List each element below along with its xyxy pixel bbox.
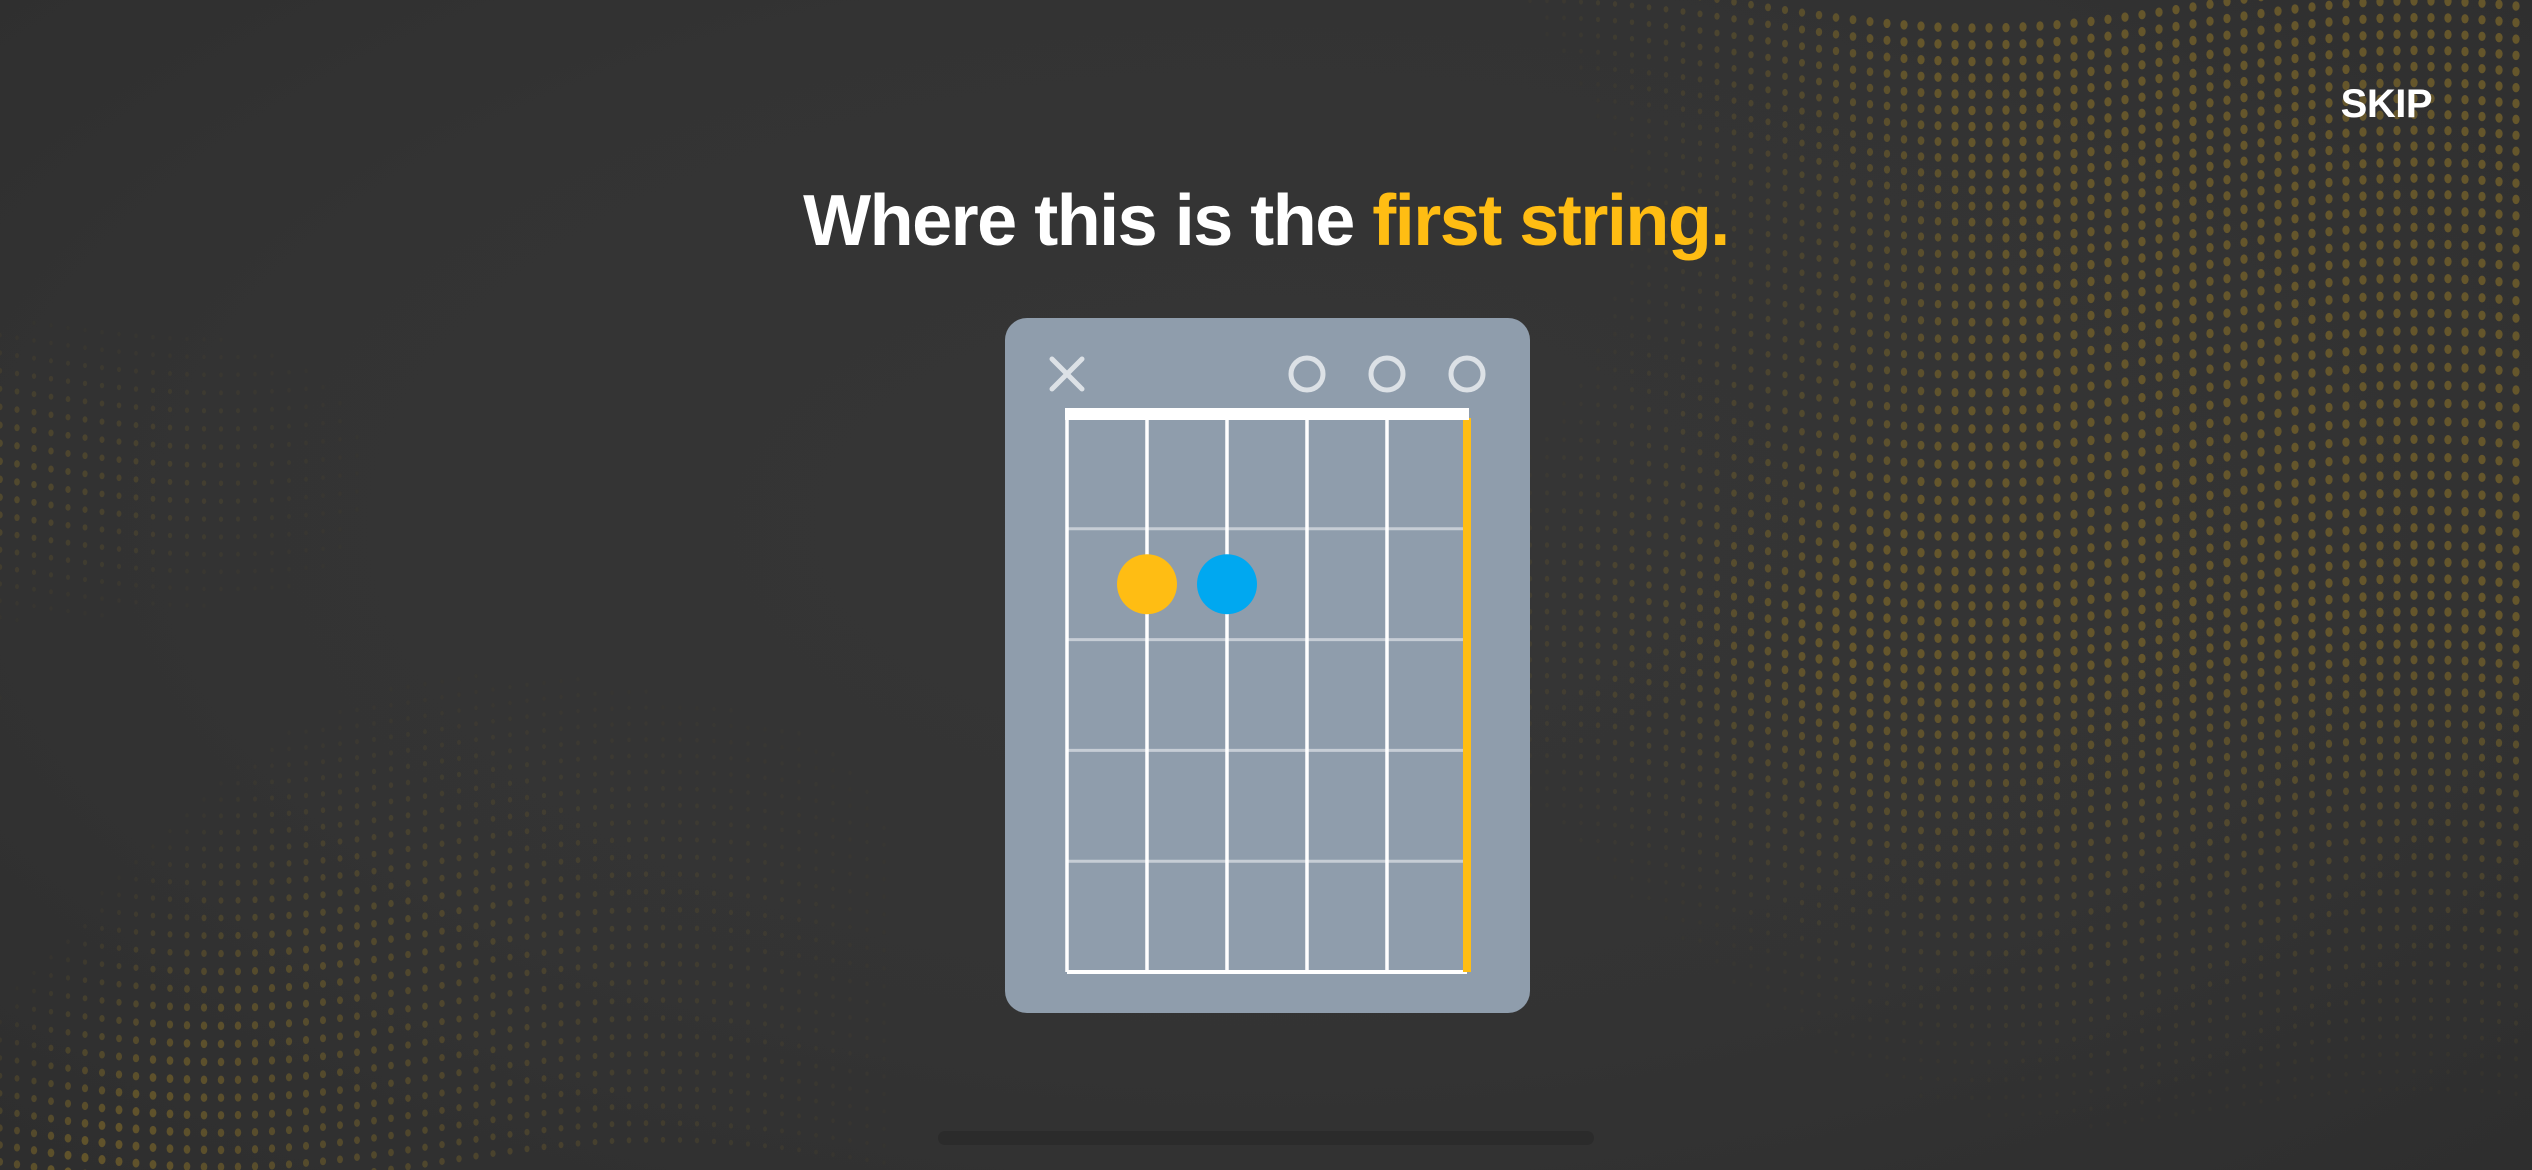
string-markers xyxy=(1049,355,1486,393)
muted-string-stroke xyxy=(1049,356,1085,392)
finger-positions xyxy=(1117,554,1257,615)
finger-dot xyxy=(1197,554,1257,615)
open-string-icon xyxy=(1448,355,1486,393)
nut xyxy=(1065,408,1469,420)
open-string-icon xyxy=(1288,355,1326,393)
chord-diagram-card xyxy=(1005,318,1530,1013)
muted-string-icon xyxy=(1049,356,1085,392)
skip-button[interactable]: SKIP xyxy=(2340,82,2433,126)
title-highlight: first string. xyxy=(1372,181,1730,261)
dot-pattern-left xyxy=(0,320,886,1170)
title-prefix: Where this is the xyxy=(803,181,1373,261)
page-title: Where this is the first string. xyxy=(0,180,2532,262)
chord-diagram xyxy=(1049,355,1486,974)
open-string-icon xyxy=(1368,355,1406,393)
dot-pattern-right xyxy=(1443,0,2520,1129)
finger-dot xyxy=(1117,554,1177,615)
home-indicator xyxy=(938,1131,1594,1145)
fretboard-grid xyxy=(1065,408,1471,974)
